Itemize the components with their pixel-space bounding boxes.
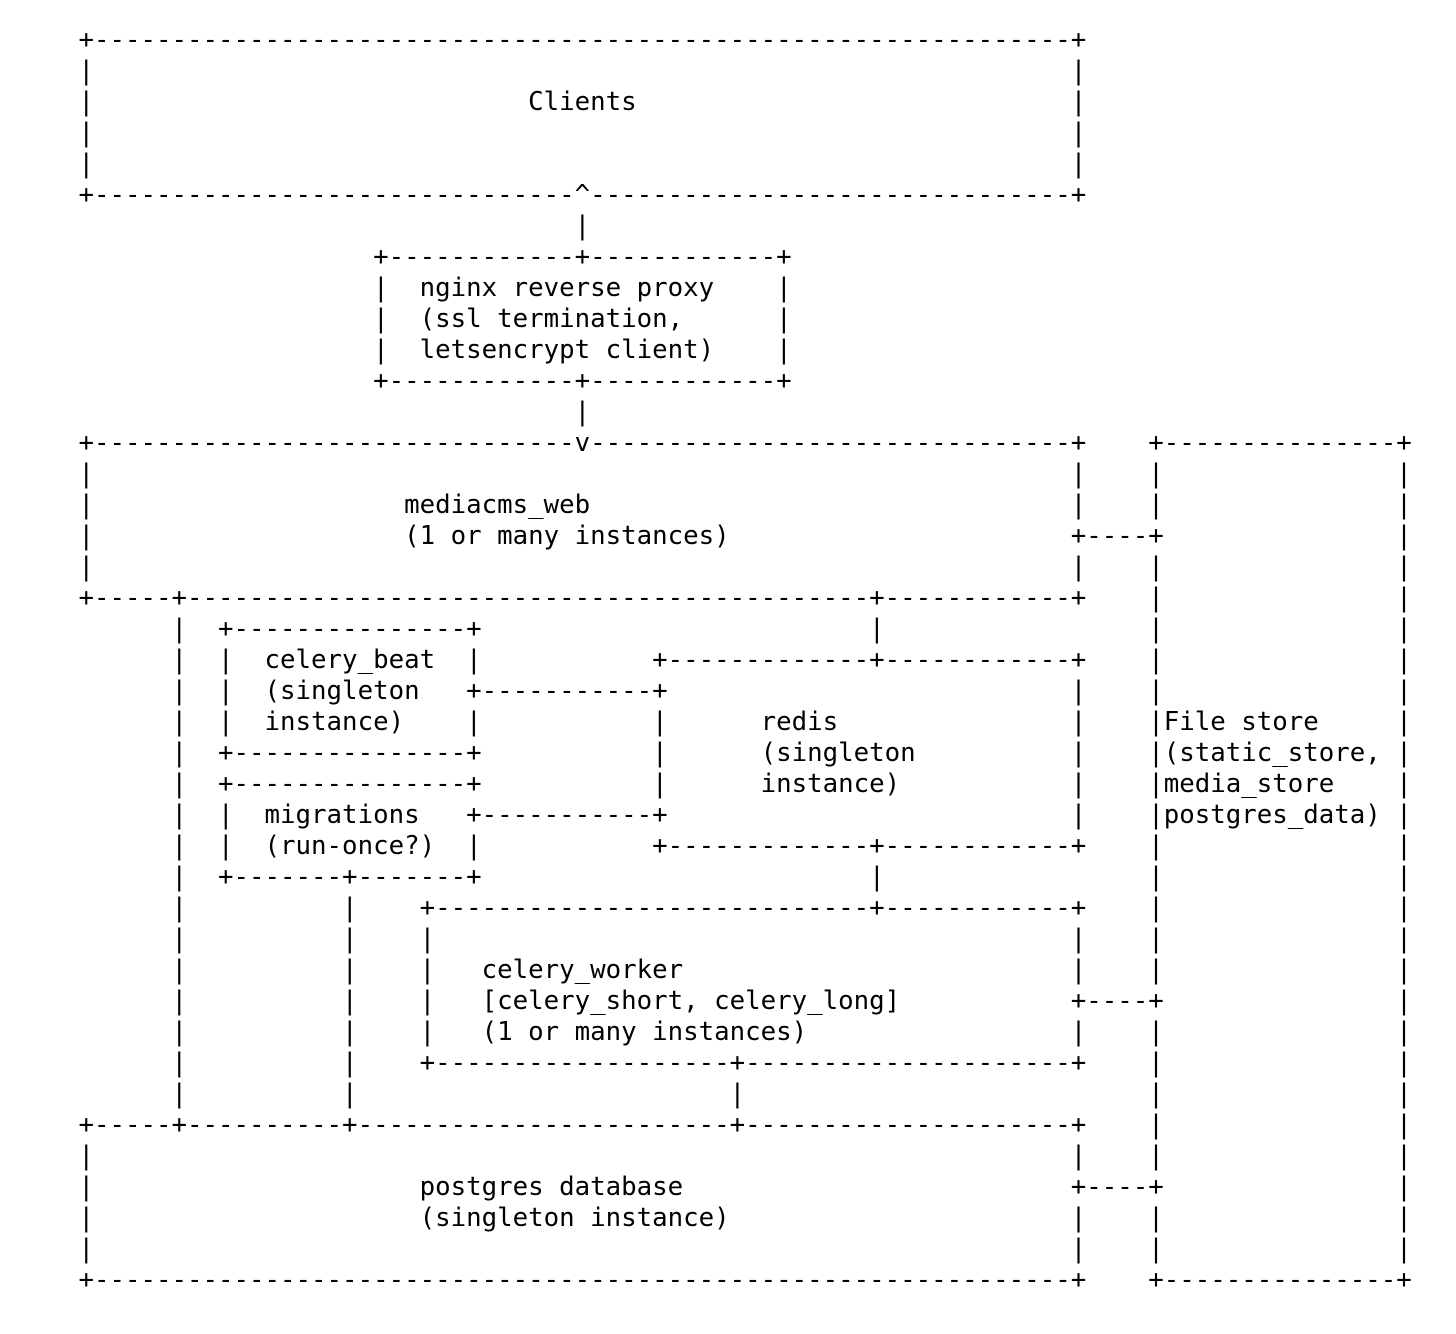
- ascii-architecture-art: +---------------------------------------…: [78, 25, 1412, 1295]
